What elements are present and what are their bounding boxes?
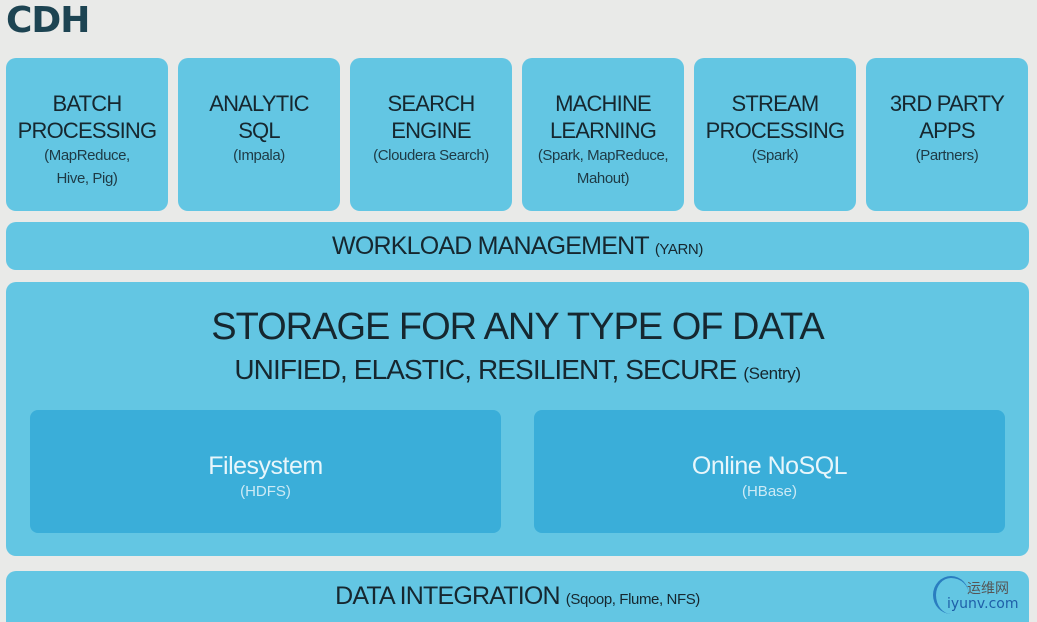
storage-title: STORAGE FOR ANY TYPE OF DATA [211, 306, 825, 348]
component-sub: (HBase) [741, 483, 797, 500]
watermark: 运维网 iyunv.com [933, 574, 1033, 616]
storage-subtitle-text: UNIFIED, ELASTIC, RESILIENT, SECURE [234, 354, 737, 385]
app-name: ANALYTIC SQL [209, 91, 309, 143]
workload-management-layer: WORKLOAD MANAGEMENT (YARN) [6, 222, 1029, 270]
app-machine-learning: MACHINE LEARNING (Spark, MapReduce, Maho… [522, 58, 684, 211]
workload-note: (YARN) [654, 240, 704, 258]
component-name: Filesystem [208, 452, 323, 480]
app-3rd-party-apps: 3RD PARTY APPS (Partners) [866, 58, 1028, 211]
workload-label: WORKLOAD MANAGEMENT [332, 231, 650, 260]
watermark-en: iyunv.com [947, 596, 1019, 612]
app-name: MACHINE LEARNING [549, 91, 657, 143]
app-sub: (Cloudera Search) [373, 147, 489, 164]
component-name: Online NoSQL [691, 452, 848, 480]
storage-layer: STORAGE FOR ANY TYPE OF DATA UNIFIED, EL… [6, 282, 1029, 556]
integration-label: DATA INTEGRATION [335, 582, 561, 610]
app-name: SEARCH ENGINE [387, 91, 476, 143]
app-name: BATCH PROCESSING [17, 91, 158, 143]
app-batch-processing: BATCH PROCESSING (MapReduce, Hive, Pig) [6, 58, 168, 211]
app-name: 3RD PARTY APPS [889, 91, 1005, 143]
watermark-cn: 运维网 [967, 581, 1009, 597]
diagram-title: CDH [6, 0, 90, 41]
integration-note: (Sqoop, Flume, NFS) [565, 591, 701, 608]
watermark-logo-icon [933, 576, 969, 614]
app-stream-processing: STREAM PROCESSING (Spark) [694, 58, 856, 211]
app-analytic-sql: ANALYTIC SQL (Impala) [178, 58, 340, 211]
app-sub: (Spark) [751, 147, 799, 164]
storage-filesystem: Filesystem (HDFS) [30, 410, 501, 533]
app-name: STREAM PROCESSING [705, 91, 846, 143]
app-sub: (Partners) [915, 147, 979, 164]
app-sub: (MapReduce, Hive, Pig) [44, 147, 130, 187]
component-sub: (HDFS) [240, 483, 291, 500]
storage-online-nosql: Online NoSQL (HBase) [534, 410, 1005, 533]
data-integration-layer: DATA INTEGRATION (Sqoop, Flume, NFS) [6, 571, 1029, 622]
app-sub: (Spark, MapReduce, Mahout) [537, 147, 669, 187]
app-sub: (Impala) [233, 147, 285, 164]
app-search-engine: SEARCH ENGINE (Cloudera Search) [350, 58, 512, 211]
storage-subtitle-note: (Sentry) [743, 364, 801, 383]
storage-subtitle: UNIFIED, ELASTIC, RESILIENT, SECURE (Sen… [6, 354, 1029, 386]
